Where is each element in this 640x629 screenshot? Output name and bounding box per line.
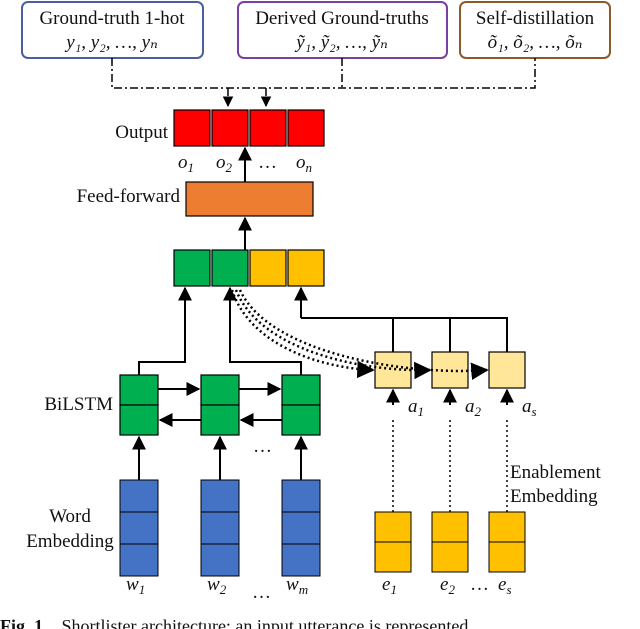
enablement-ellipsis: …: [470, 574, 489, 595]
attention-nodes: [374, 351, 526, 389]
token-es: es: [498, 574, 512, 597]
bilstm-ellipsis: …: [253, 436, 272, 457]
self-distillation-formula: õ₁, õ₂, …, õₙ: [488, 32, 583, 53]
output-o2: o2: [216, 152, 233, 175]
bilstm-cell-3-fwd: [281, 374, 321, 406]
output-cell-4: [287, 109, 325, 147]
word-ellipsis: …: [252, 582, 271, 603]
output-on: on: [296, 152, 312, 175]
bilstm-cell-2-fwd: [200, 374, 240, 406]
concat-layer: [173, 249, 325, 287]
ground-truth-box: Ground-truth 1-hot y₁, y₂, …, yₙ: [21, 1, 204, 59]
enablement-label-1: Enablement: [510, 462, 601, 483]
attention-labels: a1 a2 as: [408, 396, 537, 419]
word-embedding-3-a: [281, 479, 321, 513]
word-embedding-2-a: [200, 479, 240, 513]
enablement-2-b: [431, 541, 469, 573]
figure-caption: Fig. 1. Shortlister architecture: an inp…: [0, 616, 468, 629]
enablement-2-a: [431, 511, 469, 543]
word-embedding-2-c: [200, 543, 240, 577]
word-embedding-3-b: [281, 511, 321, 545]
output-label: Output: [115, 122, 169, 143]
output-layer: [173, 109, 325, 147]
token-e2: e2: [440, 574, 455, 597]
word-embedding-label-2: Embedding: [26, 531, 114, 552]
output-o1: o1: [178, 152, 194, 175]
feed-forward-label: Feed-forward: [77, 186, 181, 207]
ground-truth-title: Ground-truth 1-hot: [39, 8, 185, 29]
enablement-tokens: e1 e2 … es: [382, 574, 512, 597]
bilstm-cell-2-bwd: [200, 404, 240, 436]
token-e1: e1: [382, 574, 397, 597]
enablement-1-a: [374, 511, 412, 543]
word-to-bilstm-arrows: [132, 435, 308, 480]
concat-cell-3: [249, 249, 287, 287]
loss-connectors: [111, 58, 536, 108]
concat-cell-1: [173, 249, 211, 287]
bilstm-label: BiLSTM: [44, 394, 113, 415]
bilstm-cell-3-bwd: [281, 404, 321, 436]
output-cell-2: [211, 109, 249, 147]
derived-formula: ỹ₁, ỹ₂, …, ỹₙ: [294, 32, 388, 53]
attention-node-3: [488, 351, 526, 389]
ground-truth-formula: y₁, y₂, …, yₙ: [64, 32, 158, 53]
enablement-columns: [374, 511, 526, 573]
bilstm-cell-1-fwd: [119, 374, 159, 406]
enablement-label-2: Embedding: [510, 486, 598, 507]
self-distillation-title: Self-distillation: [476, 8, 595, 29]
enablement-dotted-links: [392, 418, 508, 512]
self-distillation-box: Self-distillation õ₁, õ₂, …, õₙ: [459, 1, 611, 59]
feed-forward-block: [185, 181, 314, 217]
attention-a2: a2: [465, 396, 482, 419]
enablement-3-b: [488, 541, 526, 573]
word-embedding-1-c: [119, 543, 159, 577]
enablement-3-a: [488, 511, 526, 543]
attention-as: as: [522, 396, 537, 419]
word-embedding-2-b: [200, 511, 240, 545]
output-subscripts: o1 o2 … on: [178, 152, 312, 175]
attention-to-concat: [294, 286, 508, 352]
bilstm-to-concat-arrows: [138, 286, 302, 375]
token-w1: w1: [126, 574, 145, 597]
word-embedding-columns: [119, 479, 321, 577]
word-embedding-label-1: Word: [49, 506, 91, 527]
word-tokens: w1 w2 … wm: [126, 574, 308, 603]
token-wm: wm: [286, 574, 308, 597]
bilstm-cell-1-bwd: [119, 404, 159, 436]
word-embedding-1-a: [119, 479, 159, 513]
attention-input-arrows: [386, 388, 514, 405]
derived-title: Derived Ground-truths: [255, 8, 429, 29]
derived-ground-truths-box: Derived Ground-truths ỹ₁, ỹ₂, …, ỹₙ: [237, 1, 448, 59]
word-embedding-3-c: [281, 543, 321, 577]
output-cell-1: [173, 109, 211, 147]
concat-cell-2: [211, 249, 249, 287]
bilstm-cells: [119, 374, 321, 436]
concat-cell-4: [287, 249, 325, 287]
output-cell-3: [249, 109, 287, 147]
token-w2: w2: [207, 574, 227, 597]
attention-query-arrows: [230, 289, 489, 380]
bilstm-recurrent-arrows: [158, 382, 282, 427]
enablement-1-b: [374, 541, 412, 573]
output-ellipsis: …: [258, 152, 277, 173]
word-embedding-1-b: [119, 511, 159, 545]
attention-a1: a1: [408, 396, 424, 419]
